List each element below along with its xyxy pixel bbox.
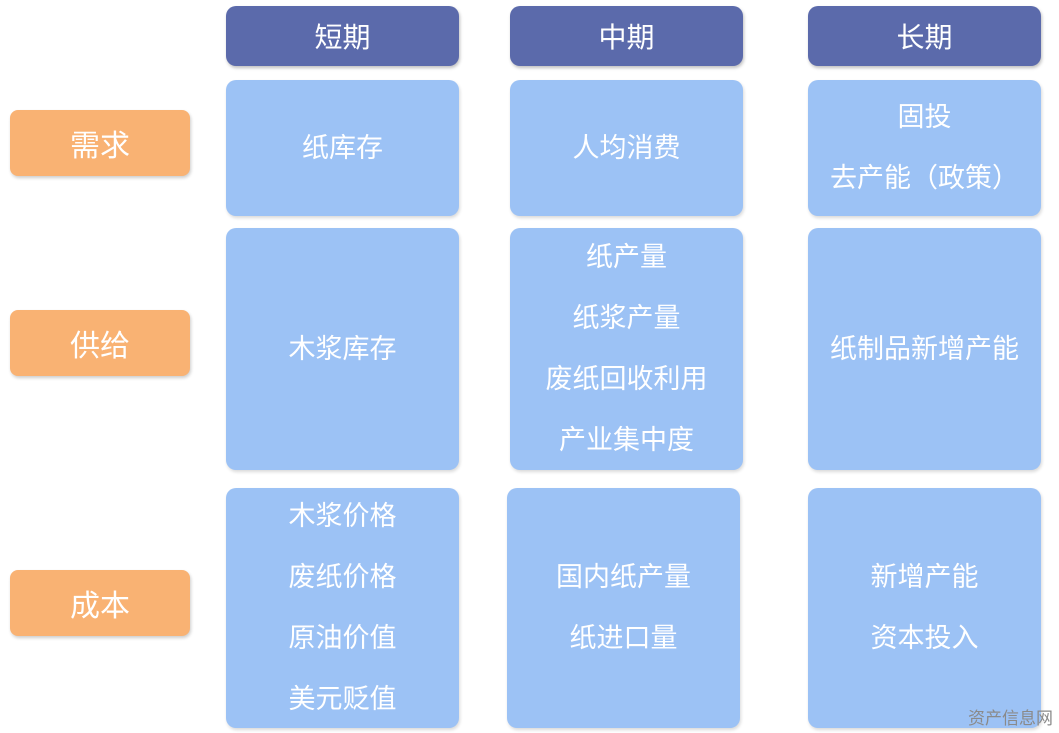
- cell-supply-mid: 纸产量 纸浆产量 废纸回收利用 产业集中度: [510, 228, 743, 470]
- column-header-short-term: 短期: [226, 6, 459, 66]
- cell-demand-long: 固投 去产能（政策）: [808, 80, 1041, 216]
- watermark: 资产信息网: [968, 709, 1053, 729]
- cell-demand-short: 纸库存: [226, 80, 459, 216]
- column-header-long-term: 长期: [808, 6, 1041, 66]
- cell-cost-mid: 国内纸产量 纸进口量: [507, 488, 740, 728]
- column-header-mid-term: 中期: [510, 6, 743, 66]
- cell-item: 纸库存: [302, 132, 383, 164]
- cell-cost-long: 新增产能 资本投入: [808, 488, 1041, 728]
- row-label-cost: 成本: [10, 570, 190, 636]
- cell-item: 美元贬值: [288, 684, 397, 715]
- cell-item: 废纸回收利用: [545, 364, 708, 395]
- cell-item: 人均消费: [572, 132, 681, 164]
- cell-item: 纸产量: [586, 242, 667, 273]
- cell-item: 去产能（政策）: [830, 163, 1019, 194]
- cell-item: 资本投入: [870, 623, 979, 654]
- cell-supply-long: 纸制品新增产能: [808, 228, 1041, 470]
- cell-cost-short: 木浆价格 废纸价格 原油价值 美元贬值: [226, 488, 459, 728]
- cell-demand-mid: 人均消费: [510, 80, 743, 216]
- cell-item: 新增产能: [870, 562, 979, 593]
- cell-item: 产业集中度: [559, 425, 694, 456]
- cell-supply-short: 木浆库存: [226, 228, 459, 470]
- cell-item: 木浆库存: [288, 333, 397, 365]
- cell-item: 纸制品新增产能: [830, 333, 1019, 365]
- cell-item: 国内纸产量: [556, 562, 691, 593]
- cell-item: 纸进口量: [569, 623, 678, 654]
- cell-item: 木浆价格: [288, 501, 397, 532]
- cell-item: 固投: [897, 102, 952, 133]
- row-label-supply: 供给: [10, 310, 190, 376]
- cell-item: 纸浆产量: [572, 303, 681, 334]
- row-label-demand: 需求: [10, 110, 190, 176]
- cell-item: 原油价值: [288, 623, 397, 654]
- cell-item: 废纸价格: [288, 562, 397, 593]
